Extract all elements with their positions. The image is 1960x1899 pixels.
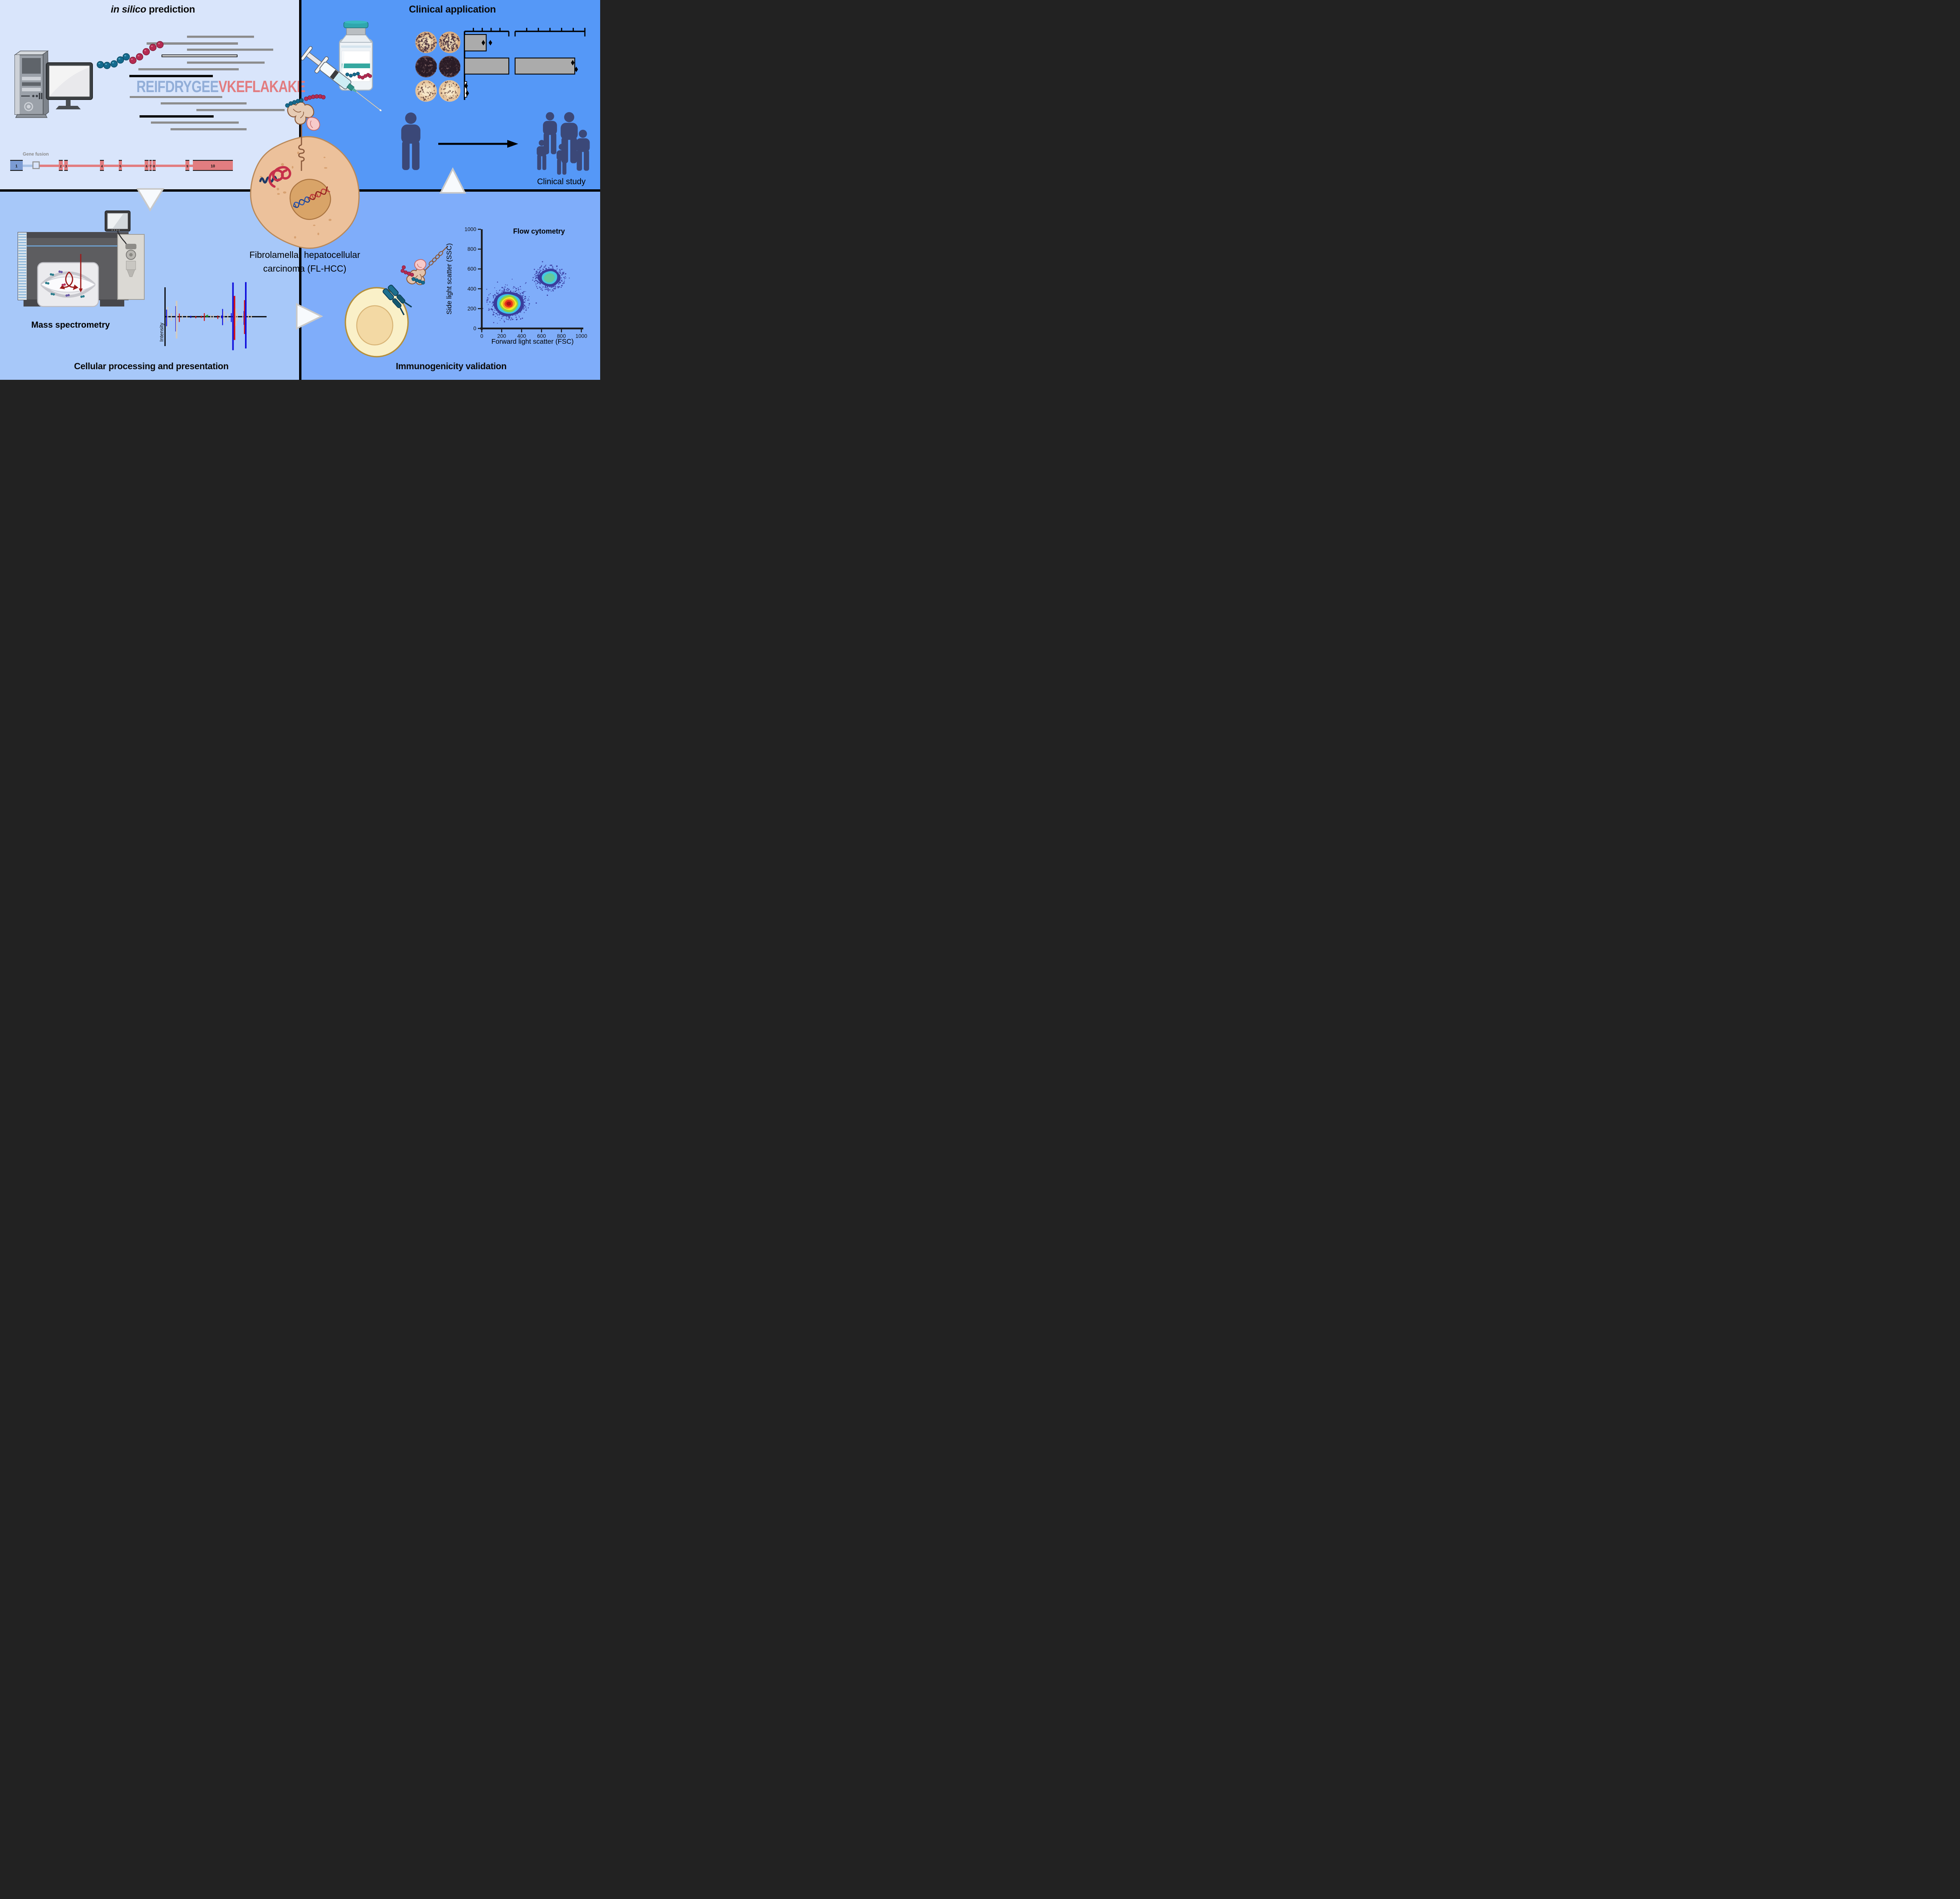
fusion-dna-icon: [293, 186, 330, 208]
svg-text:0: 0: [473, 326, 476, 332]
ion-path-arrows: [60, 254, 83, 292]
title-clinical-application: Clinical application: [409, 4, 496, 15]
svg-text:4: 4: [101, 164, 103, 168]
svg-text:800: 800: [467, 246, 476, 252]
mass-spectrometer-icon: [18, 41, 164, 307]
svg-text:400: 400: [517, 333, 526, 339]
svg-text:3: 3: [65, 164, 67, 168]
clinical-study-people: [401, 112, 590, 175]
elispot-wells: [415, 31, 461, 102]
flow-cytometry-plot: 0 200 400 600 800 1000 0 200 400 600 800 1000: [465, 227, 587, 339]
elispot-bar-chart: [464, 28, 586, 100]
svg-text:5: 5: [120, 164, 122, 168]
t-cell-with-tcr: [345, 246, 448, 357]
syringe-icon: [300, 46, 382, 112]
peptide-beads-on-label: [345, 72, 372, 80]
caption-line-2: carcinoma (FL-HCC): [263, 263, 347, 274]
mass-spectrometry-label: Mass spectrometry: [31, 320, 110, 330]
title-cellular-processing: Cellular processing and presentation: [74, 361, 229, 371]
neoepitope-sequence: REIFDRYGEEVKEFLAKAKE: [136, 77, 306, 96]
figure-canvas: in silico prediction Clinical applicatio…: [0, 0, 600, 380]
svg-text:0: 0: [480, 333, 483, 339]
flow-cytometry-title: Flow cytometry: [513, 227, 565, 235]
clinical-study-label: Clinical study: [537, 177, 586, 186]
svg-text:6: 6: [146, 164, 148, 168]
sequence-core-part: REIFDRYGEE: [136, 77, 219, 96]
title-in-silico-prediction: in silico prediction: [71, 4, 235, 15]
svg-text:800: 800: [557, 333, 566, 339]
chimeric-protein-icons: [259, 166, 291, 188]
svg-text:8: 8: [153, 164, 155, 168]
gene-fusion-label: Gene fusion: [23, 152, 49, 157]
vaccine-vial-icon: [339, 20, 373, 91]
svg-text:1000: 1000: [575, 333, 587, 339]
svg-text:600: 600: [537, 333, 546, 339]
spectrum-y-axis-label: Intensity: [158, 323, 165, 342]
mass-spectrum-plot: [164, 282, 267, 350]
caption-line-1: Fibrolamellar hepatocellular: [249, 250, 360, 260]
svg-text:10: 10: [211, 164, 215, 169]
surface-receptor-icon: [285, 94, 326, 171]
svg-text:7: 7: [150, 164, 152, 168]
svg-text:1: 1: [15, 164, 18, 169]
svg-text:200: 200: [467, 306, 476, 312]
mhc-peptide-complex-icon: [401, 246, 448, 285]
center-caption: Fibrolamellar hepatocellular carcinoma (…: [218, 248, 392, 276]
title-italic-part: in silico: [111, 4, 147, 15]
flow-y-axis-label: Side light scatter (SSC): [445, 243, 453, 315]
sequence-neoepitope-part: VKEFLAKAKE: [218, 77, 305, 96]
eluted-peptide-beads: [96, 41, 164, 69]
svg-text:2: 2: [60, 164, 62, 168]
svg-text:400: 400: [467, 286, 476, 292]
svg-text:9: 9: [187, 164, 189, 168]
sequence-alignment-graphic: [129, 36, 285, 131]
computer-icon: [14, 50, 93, 118]
svg-text:200: 200: [497, 333, 506, 339]
svg-text:600: 600: [467, 266, 476, 272]
title-rest-part: prediction: [146, 4, 195, 15]
svg-text:1000: 1000: [465, 227, 476, 232]
title-immunogenicity-validation: Immunogenicity validation: [396, 361, 507, 371]
tcr-icon: [383, 285, 412, 316]
fragment-molecules: [45, 270, 85, 298]
flow-x-axis-label: Forward light scatter (FSC): [491, 337, 574, 345]
fl-hcc-tumor-cell: [250, 94, 360, 249]
